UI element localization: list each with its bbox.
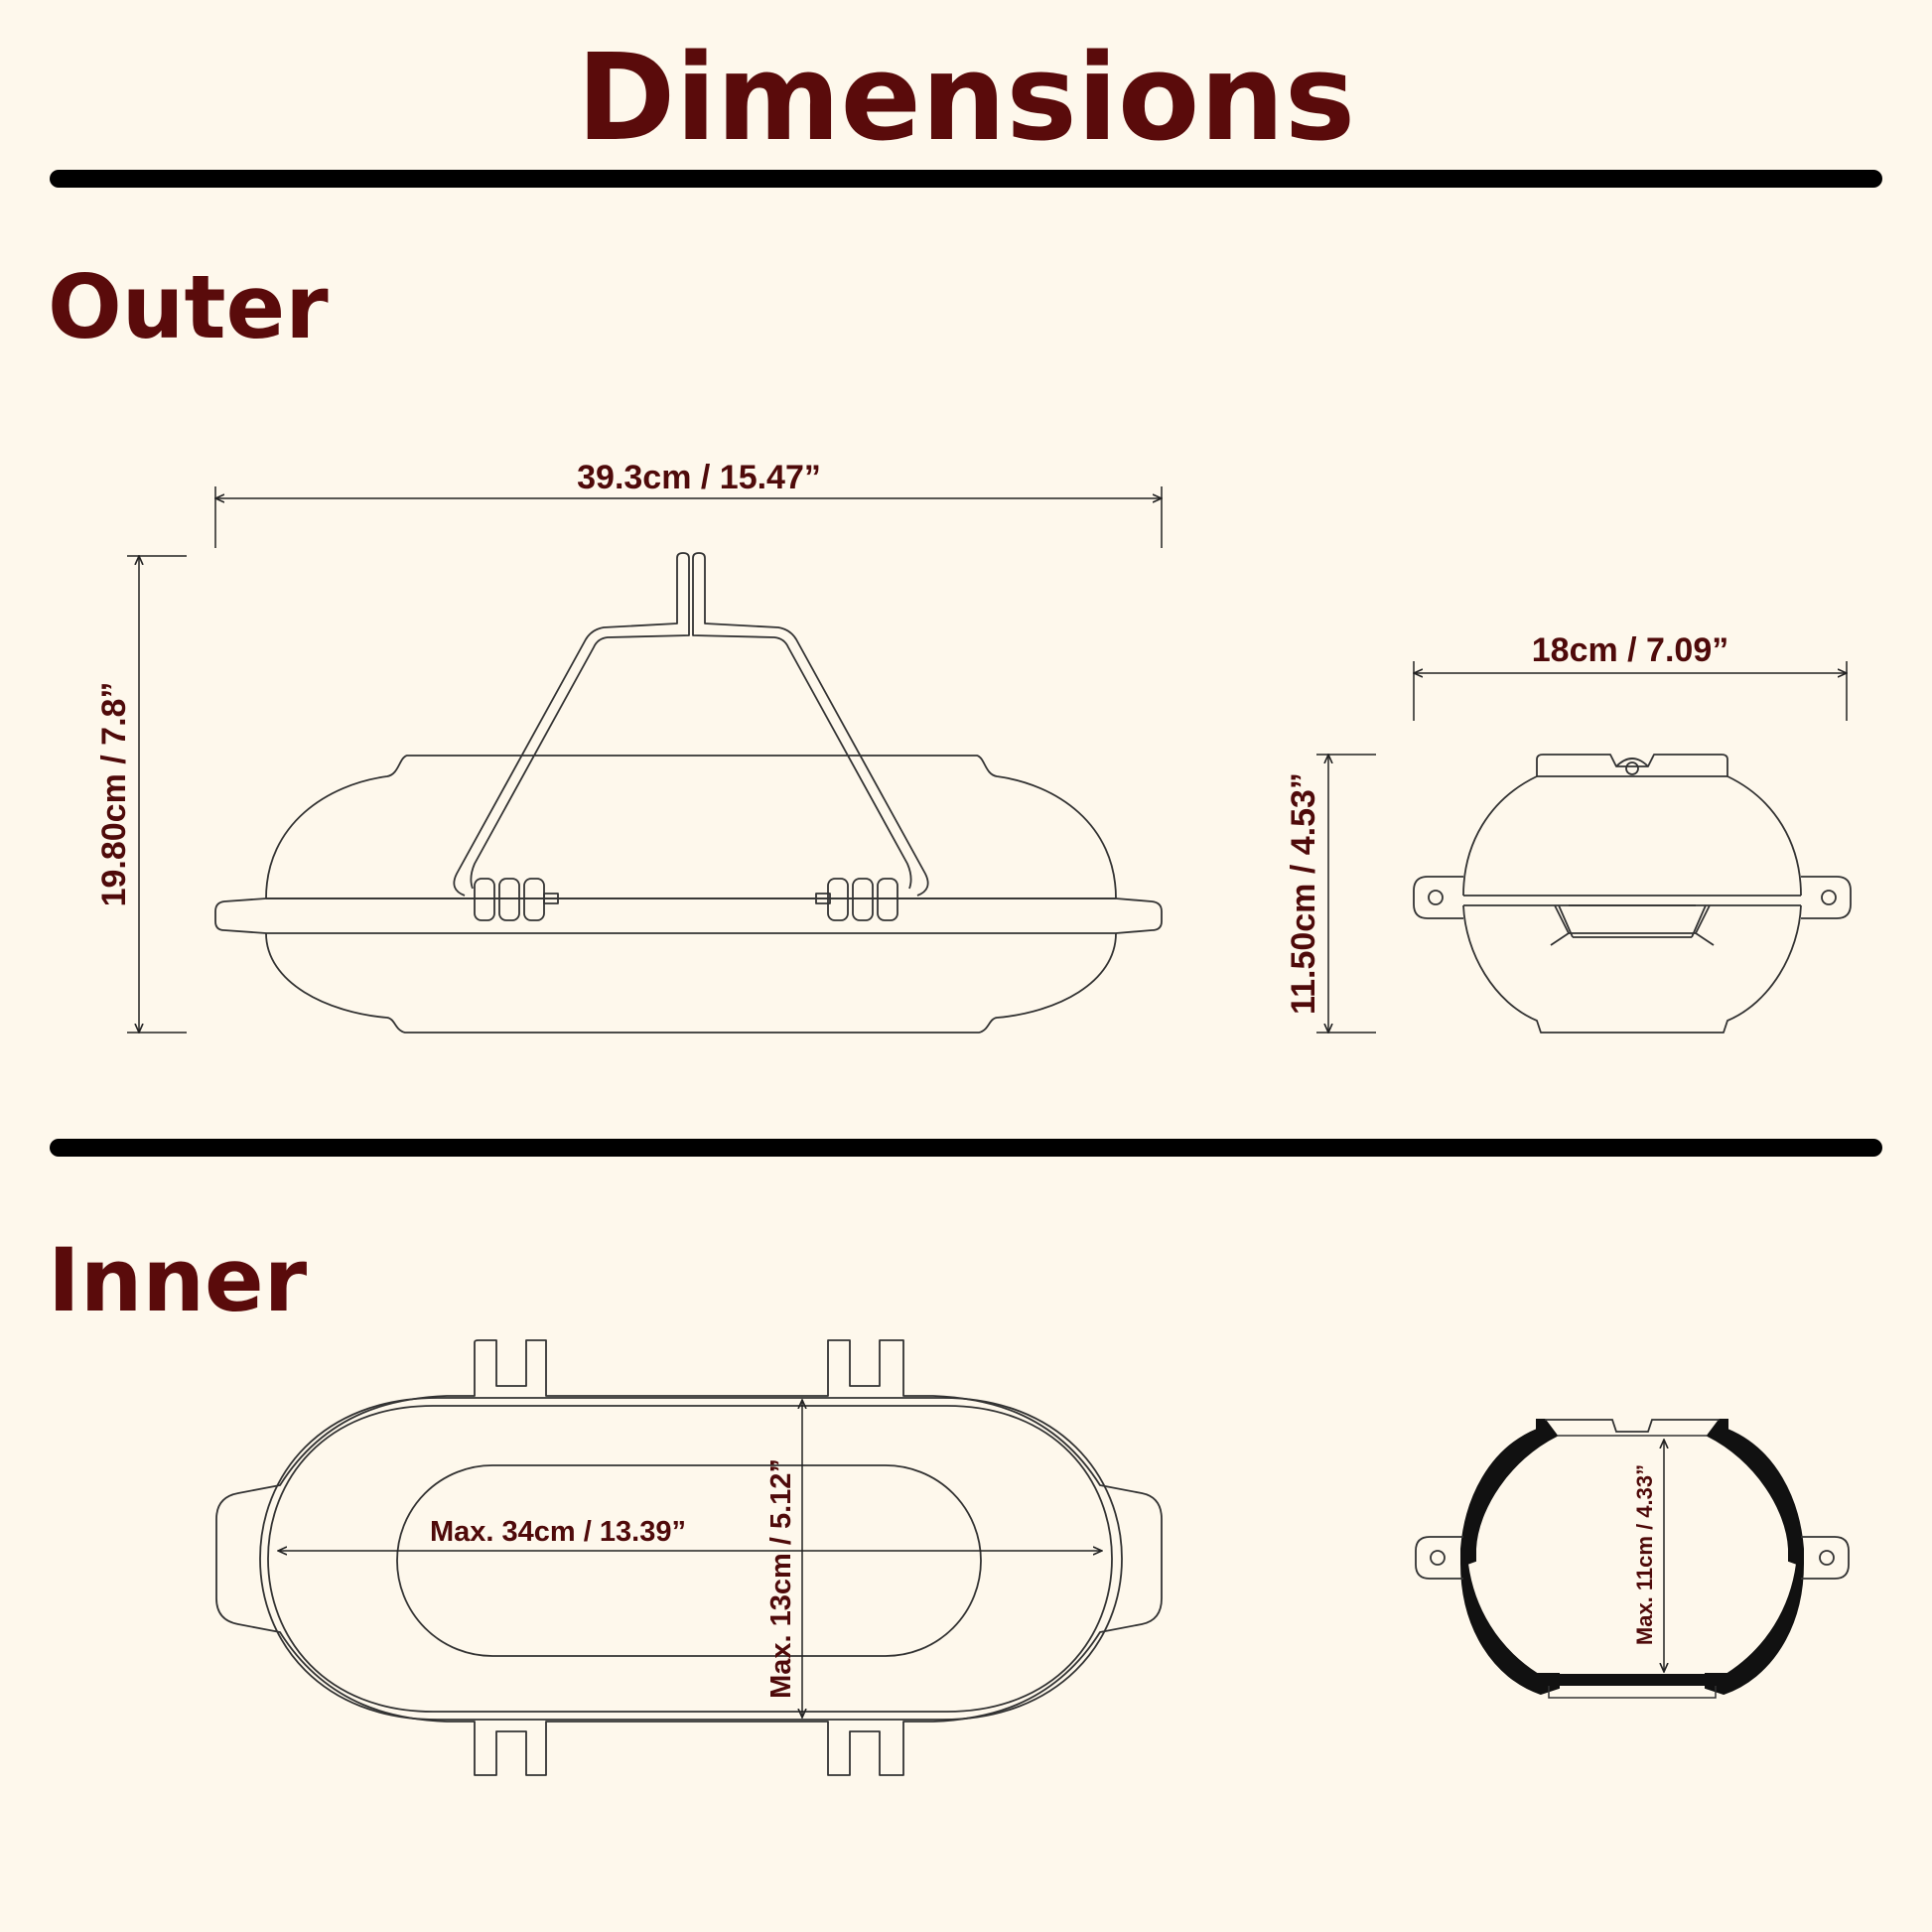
outer-length-dimension	[215, 486, 1162, 548]
page-title: Dimensions	[576, 30, 1356, 168]
outer-side-right-ear	[1801, 876, 1852, 919]
outer-height-dimension	[127, 556, 187, 1033]
outer-side-view	[1413, 754, 1852, 1034]
inner-length-label: Max. 34cm / 13.39”	[430, 1516, 686, 1548]
outer-side-handle	[1550, 904, 1715, 946]
outer-heading: Outer	[48, 256, 329, 358]
outer-side-base	[1462, 904, 1802, 1034]
inner-section-left-wall	[1460, 1419, 1560, 1696]
left-hinge-knuckle-1	[474, 878, 495, 921]
outer-lid-outline	[265, 755, 1117, 899]
left-hinge-knuckle-3	[523, 878, 545, 921]
inner-cross-section	[1415, 1419, 1850, 1699]
outer-width-dimension	[1414, 661, 1847, 721]
top-divider	[50, 170, 1882, 188]
middle-divider	[50, 1139, 1882, 1157]
inner-height-label: Max. 11cm / 4.33”	[1632, 1464, 1657, 1645]
left-hinge-knuckle-2	[498, 878, 520, 921]
inner-section-right-wall	[1705, 1419, 1804, 1696]
outer-height-label: 19.80cm / 7.8”	[95, 682, 133, 907]
outer-handle	[453, 552, 929, 897]
inner-width-label: Max. 13cm / 5.12”	[765, 1458, 797, 1699]
inner-section-right-ear	[1801, 1536, 1850, 1580]
outer-side-left-ear	[1413, 876, 1463, 919]
outer-base-outline	[265, 932, 1117, 1034]
right-hinge-knuckle-1	[827, 878, 849, 921]
left-hinge-pin	[543, 893, 559, 904]
outer-width-label: 18cm / 7.09”	[1532, 631, 1728, 669]
inner-outer-rim	[215, 1339, 1163, 1776]
outer-length-label: 39.3cm / 15.47”	[577, 459, 821, 496]
inner-wall	[267, 1405, 1113, 1713]
outer-front-view	[214, 552, 1163, 1034]
inner-section-left-ear	[1415, 1536, 1463, 1580]
inner-top-view	[215, 1339, 1163, 1776]
right-hinge-knuckle-2	[852, 878, 874, 921]
right-hinge-knuckle-3	[877, 878, 898, 921]
inner-heading: Inner	[48, 1229, 308, 1331]
outer-side-height-dimension	[1316, 755, 1376, 1033]
inner-section-bottom	[1541, 1674, 1724, 1686]
outer-rim-flange	[214, 897, 1163, 934]
outer-side-lid	[1462, 754, 1802, 897]
inner-floor-recess	[396, 1464, 982, 1657]
right-hinge-pin	[815, 893, 831, 904]
outer-side-height-label: 11.50cm / 4.53”	[1285, 772, 1322, 1015]
